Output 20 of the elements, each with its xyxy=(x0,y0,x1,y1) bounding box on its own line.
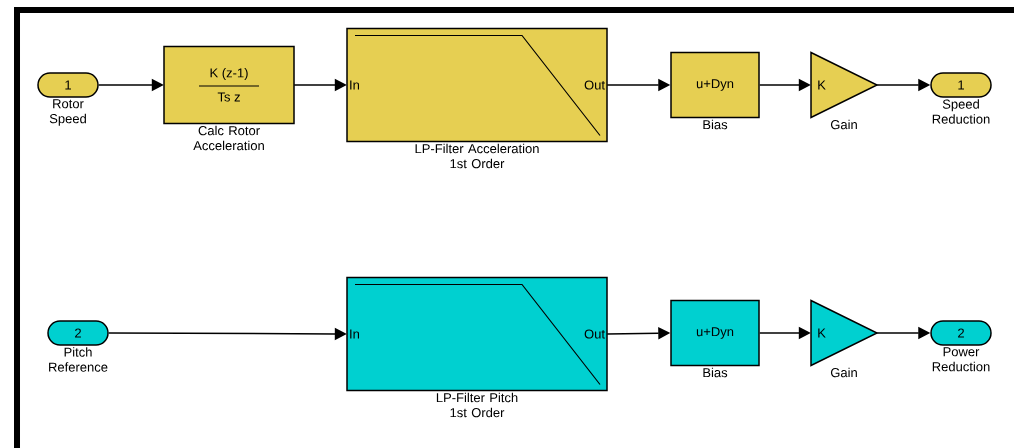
block-label: LP-Filter Pitch 1st Order xyxy=(436,392,518,418)
transfer-function-block: K (z-1) Ts z xyxy=(163,45,295,125)
block-box: u+Dyn xyxy=(670,299,760,367)
port-label: In xyxy=(350,329,359,339)
block-label: Bias xyxy=(703,367,728,378)
block-label: Bias xyxy=(703,119,728,130)
port-label: Out xyxy=(584,329,605,339)
block-label: Speed Reduction xyxy=(932,99,990,124)
block-label: Gain xyxy=(830,367,857,378)
block-label: Pitch Reference xyxy=(49,347,108,372)
port-label: In xyxy=(350,80,359,90)
block-label: Power Reduction xyxy=(932,347,990,372)
gain-triangle: K xyxy=(810,51,879,119)
block-label: Calc Rotor Acceleration xyxy=(193,125,264,151)
block-label: Gain xyxy=(830,119,857,130)
block-label: Rotor Speed xyxy=(49,99,86,126)
gain-triangle: K xyxy=(810,299,879,367)
block-box: u+Dyn xyxy=(670,51,760,119)
block-label: LP-Filter Acceleration 1st Order xyxy=(415,143,539,169)
port-label: Out xyxy=(584,80,605,90)
